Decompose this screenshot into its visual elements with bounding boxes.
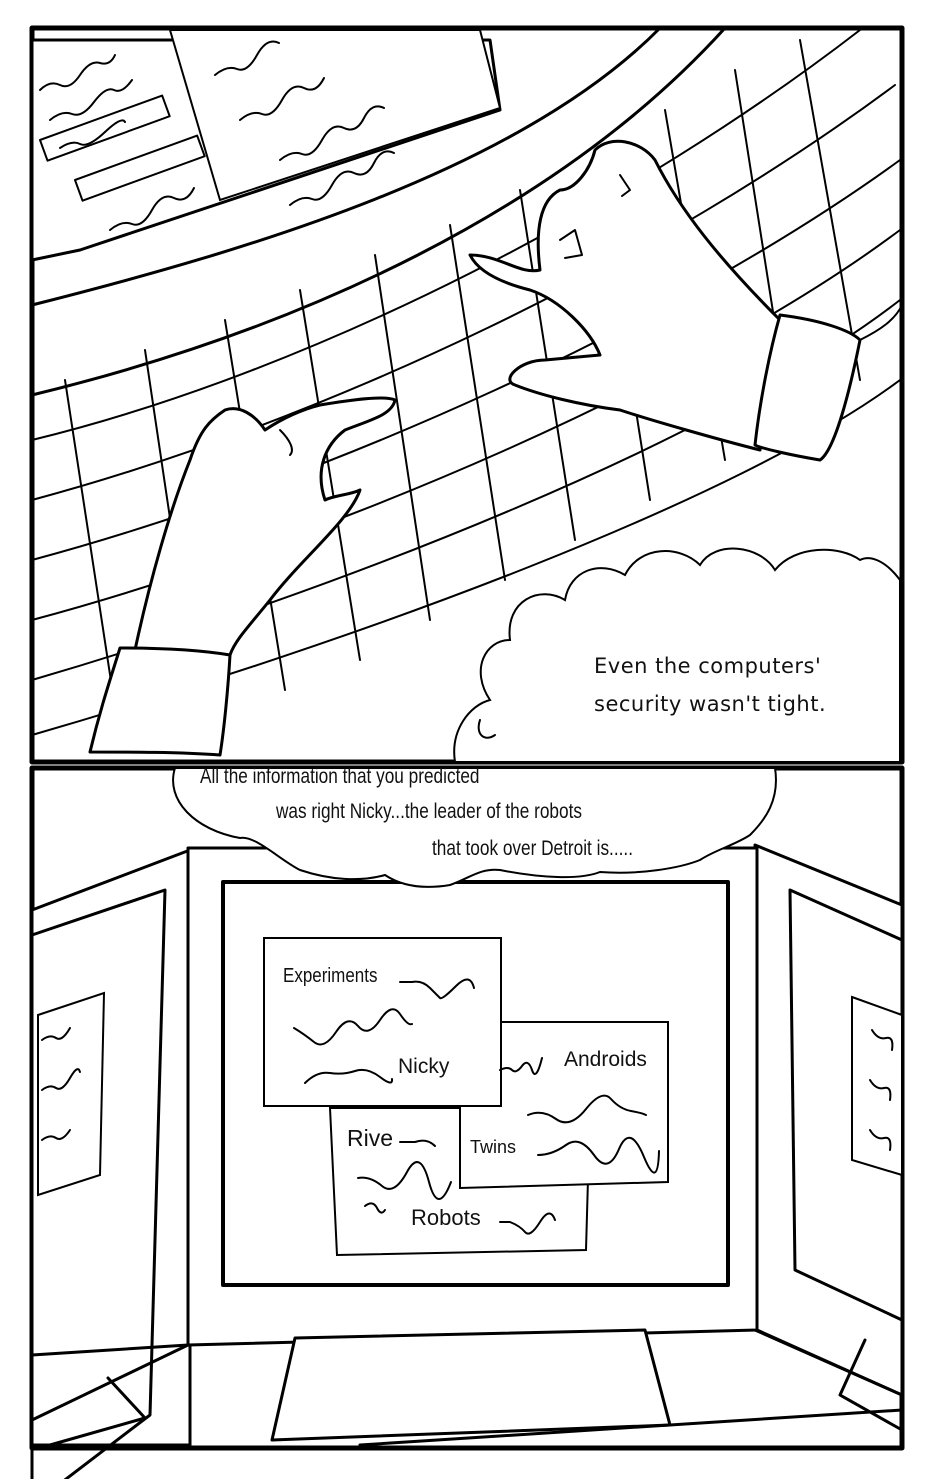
caption-line-2: security wasn't tight. xyxy=(594,692,827,716)
caption-text: Even the computers' security wasn't tigh… xyxy=(594,647,826,723)
left-hand-illustration xyxy=(88,396,397,757)
doc-label-twins: Twins xyxy=(470,1137,517,1157)
doc-title-rive: Rive xyxy=(347,1125,394,1151)
caption-line-1: Even the computers' xyxy=(594,654,822,678)
doc-label-robots: Robots xyxy=(411,1205,481,1230)
papers-illustration xyxy=(30,29,502,262)
right-hand-illustration xyxy=(468,139,903,462)
left-monitor-illustration xyxy=(30,848,192,1479)
screen-documents xyxy=(263,937,669,1257)
speech-line-1: All the information that you predicted xyxy=(200,765,480,788)
doc-label-nicky: Nicky xyxy=(398,1055,450,1078)
speech-bubble xyxy=(172,767,777,888)
speech-line-3: that took over Detroit is..... xyxy=(432,837,633,860)
desk-edge xyxy=(30,26,662,307)
doc-title-androids: Androids xyxy=(564,1048,647,1071)
right-monitor-illustration xyxy=(753,843,904,1397)
doc-title-experiments: Experiments xyxy=(283,965,378,987)
caption-cloud xyxy=(453,547,901,763)
speech-line-2: was right Nicky...the leader of the robo… xyxy=(276,800,582,823)
